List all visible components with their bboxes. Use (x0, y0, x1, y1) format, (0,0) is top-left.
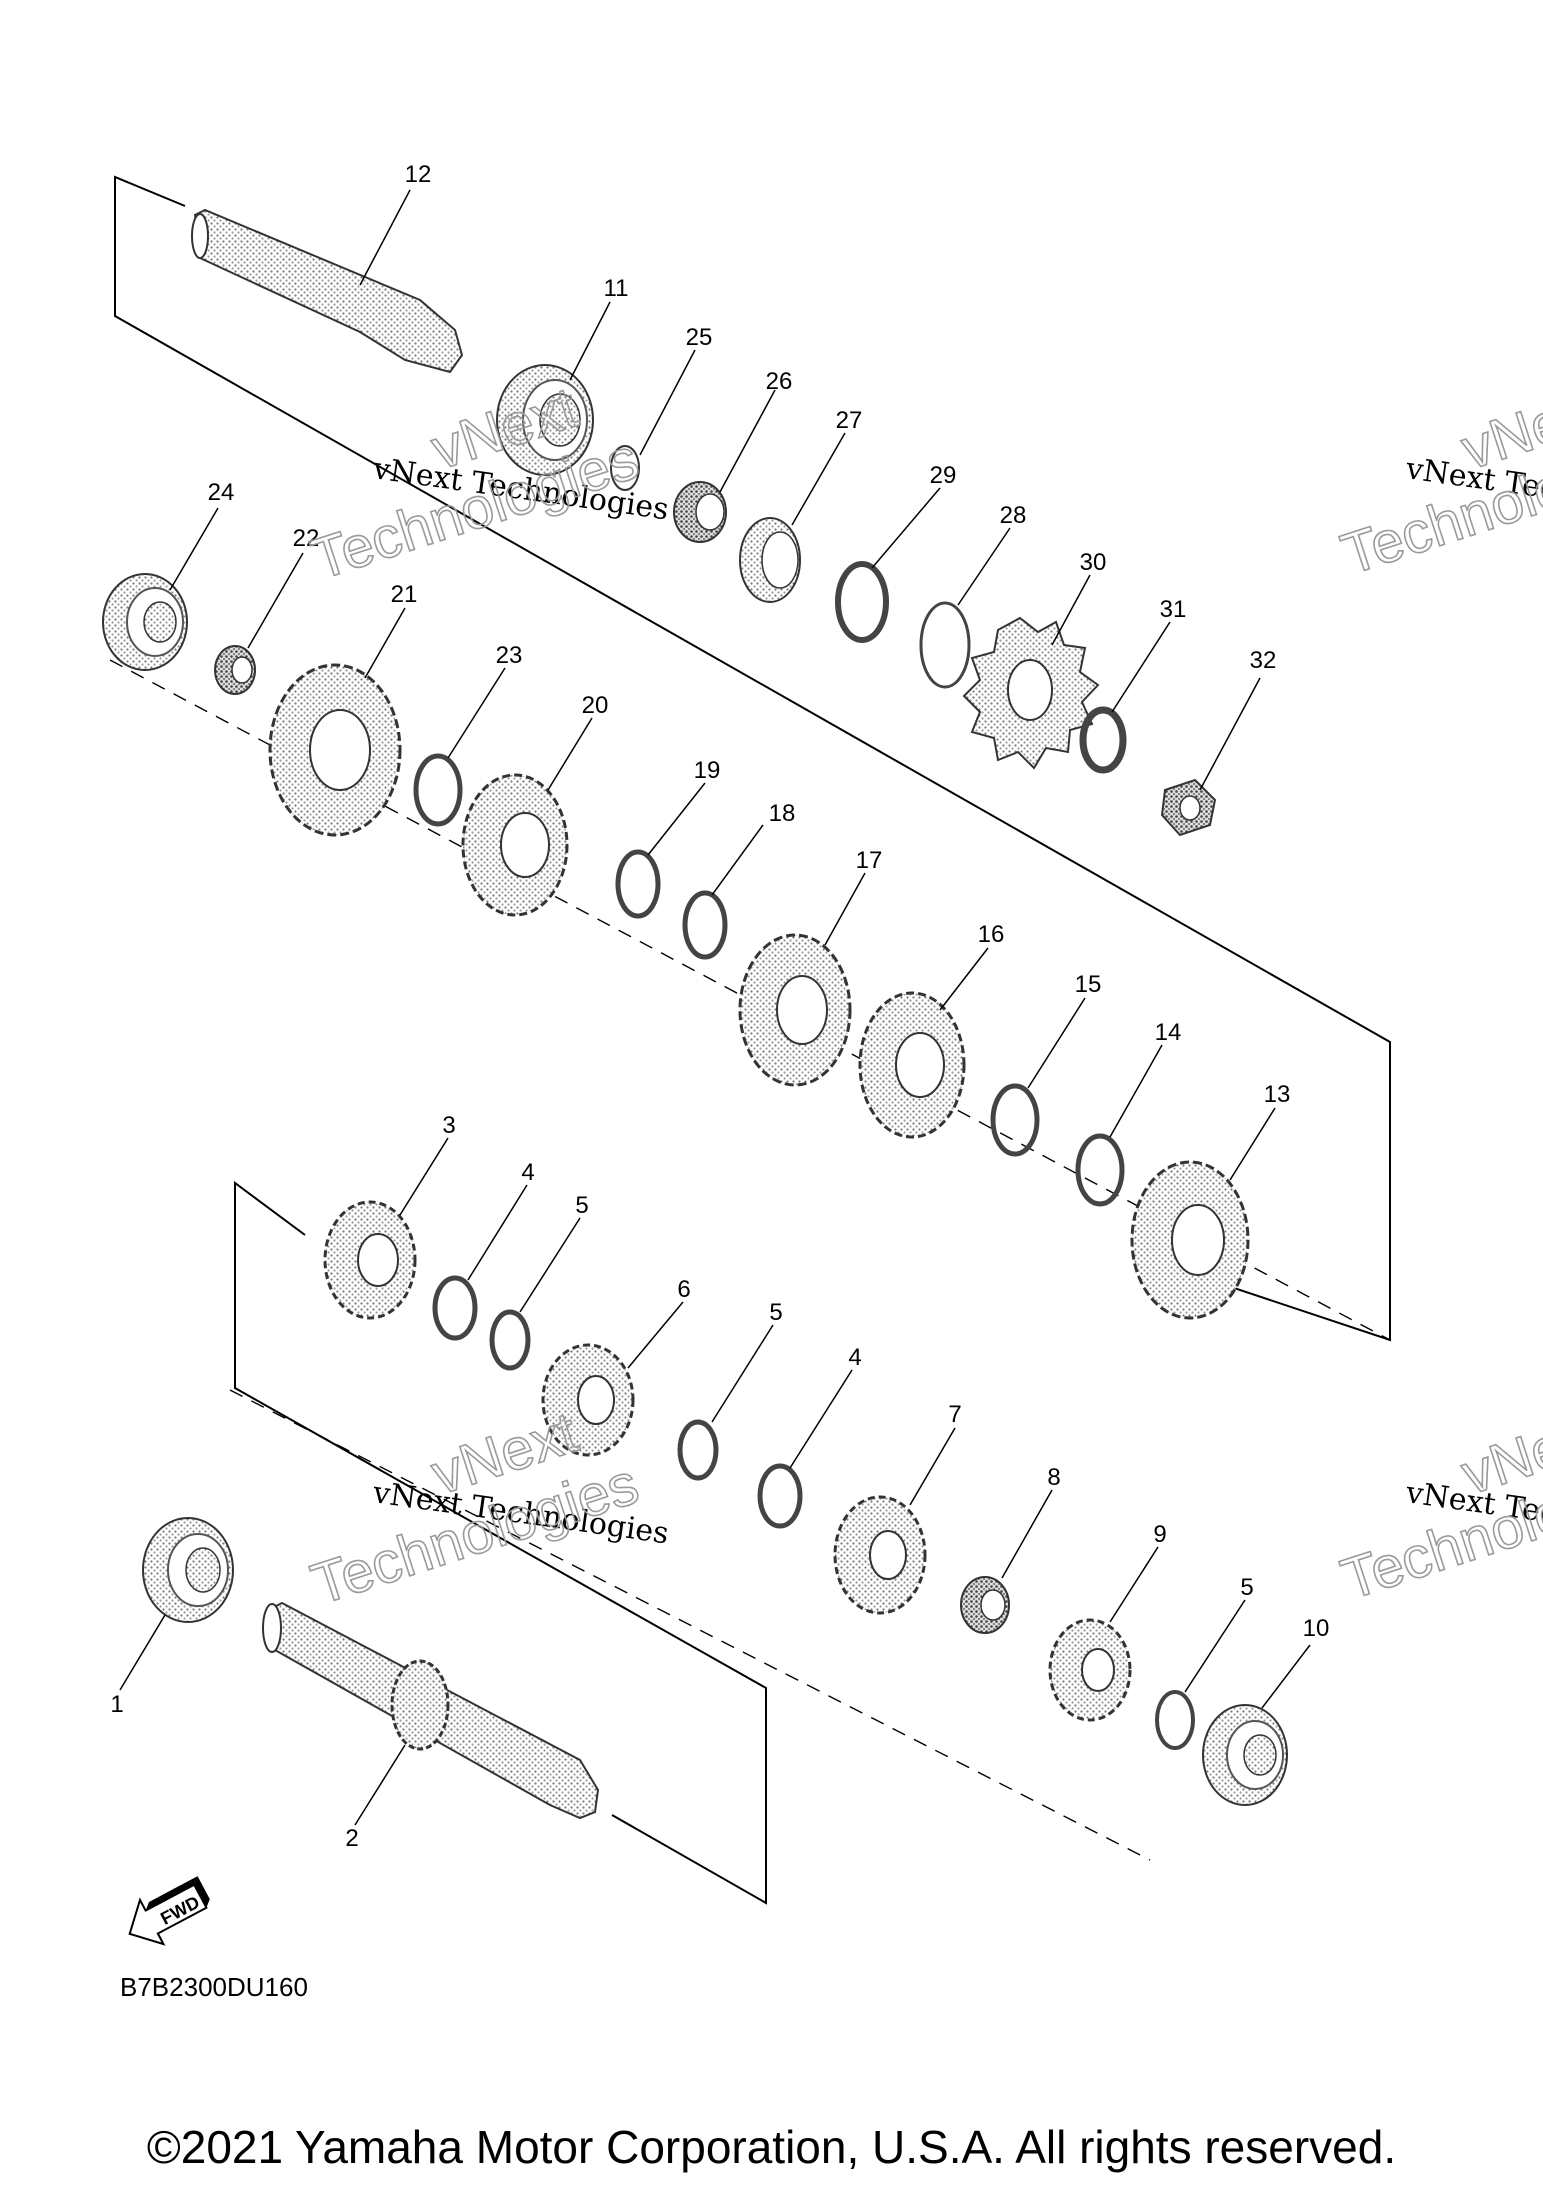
washer-15 (990, 1083, 1040, 1157)
callout-18: 18 (769, 800, 796, 827)
watermark-lower-right: vNext Technologies vNext Technologies (1333, 1399, 1543, 1613)
copyright-notice: ©2021 Yamaha Motor Corporation, U.S.A. A… (146, 2121, 1397, 2173)
callout-16: 16 (978, 921, 1005, 948)
washer-4-lower (757, 1463, 803, 1529)
circlip-18 (682, 890, 728, 960)
gear-9 (1048, 1618, 1132, 1722)
gear-17 (738, 933, 852, 1087)
callout-7: 7 (948, 1401, 961, 1428)
bearing-1 (142, 1517, 234, 1623)
watermark-upper-right: vNext Technologies vNext Technologies (1333, 374, 1543, 588)
circlip-29 (835, 561, 889, 643)
main-axle-shaft (191, 208, 464, 374)
callout-6: 6 (677, 1276, 690, 1303)
circlip-5-upper (489, 1309, 531, 1371)
callout-1: 1 (110, 1691, 123, 1718)
callout-9: 9 (1153, 1521, 1166, 1548)
drive-axle-frame (234, 1181, 767, 1905)
gear-20 (461, 773, 569, 917)
oil-seal-27 (739, 517, 801, 603)
washer-19 (615, 849, 661, 919)
callout-14: 14 (1155, 1019, 1182, 1046)
callout-15: 15 (1075, 971, 1102, 998)
callout-4-lower: 4 (848, 1344, 861, 1371)
gear-7 (833, 1495, 927, 1615)
callout-10: 10 (1303, 1615, 1330, 1642)
leader-lines (119, 189, 1311, 1826)
circlip-14 (1075, 1133, 1125, 1207)
gear-21 (268, 663, 402, 837)
callout-2: 2 (345, 1825, 358, 1852)
callout-27: 27 (836, 407, 863, 434)
bearing-11 (496, 364, 594, 476)
bearing-24 (102, 573, 188, 671)
callout-30: 30 (1080, 549, 1107, 576)
collar-26 (673, 481, 727, 543)
callout-labels: 12 11 25 26 27 29 28 30 31 32 24 22 21 2… (110, 161, 1329, 1852)
gear-3 (323, 1200, 417, 1320)
gear-16 (858, 991, 966, 1139)
callout-22: 22 (293, 525, 320, 552)
drive-axle-shaft (262, 1601, 600, 1820)
callout-4-upper: 4 (521, 1159, 534, 1186)
callout-28: 28 (1000, 502, 1027, 529)
callout-23: 23 (496, 642, 523, 669)
callout-24: 24 (208, 479, 235, 506)
main-axle-frame (114, 175, 1391, 1342)
circlip-5-middle (677, 1419, 719, 1481)
circlip-5-lower (1155, 1690, 1195, 1750)
callout-21: 21 (391, 581, 418, 608)
bearing-10 (1202, 1704, 1288, 1806)
circlip-23 (413, 753, 463, 827)
watermark-upper: vNext Technologies vNext Technologies (303, 374, 671, 593)
callout-8: 8 (1047, 1464, 1060, 1491)
circlip-28 (919, 601, 971, 689)
callout-17: 17 (856, 847, 883, 874)
collar-8 (960, 1576, 1010, 1634)
callout-25: 25 (686, 324, 713, 351)
callout-3: 3 (442, 1112, 455, 1139)
drive-sprocket-30 (962, 616, 1100, 770)
callout-32: 32 (1250, 647, 1277, 674)
gear-13 (1130, 1160, 1250, 1320)
figure-code: B7B2300DU160 (120, 1972, 308, 2002)
callout-5-lower: 5 (1240, 1574, 1253, 1601)
washer-4-upper (432, 1275, 478, 1341)
callout-29: 29 (930, 462, 957, 489)
callout-5-upper: 5 (575, 1192, 588, 1219)
callout-5-middle: 5 (769, 1299, 782, 1326)
washer-25 (610, 445, 640, 491)
gear-6 (541, 1343, 635, 1457)
callout-12: 12 (405, 161, 432, 188)
callout-11: 11 (604, 275, 629, 302)
callout-31: 31 (1160, 596, 1187, 623)
collar-22 (214, 645, 256, 695)
washer-31 (1079, 706, 1127, 774)
callout-26: 26 (766, 368, 793, 395)
callout-19: 19 (694, 757, 721, 784)
fwd-arrow-icon: FWD (128, 1876, 210, 1946)
callout-20: 20 (582, 692, 609, 719)
callout-13: 13 (1264, 1081, 1291, 1108)
nut-32 (1160, 778, 1217, 837)
